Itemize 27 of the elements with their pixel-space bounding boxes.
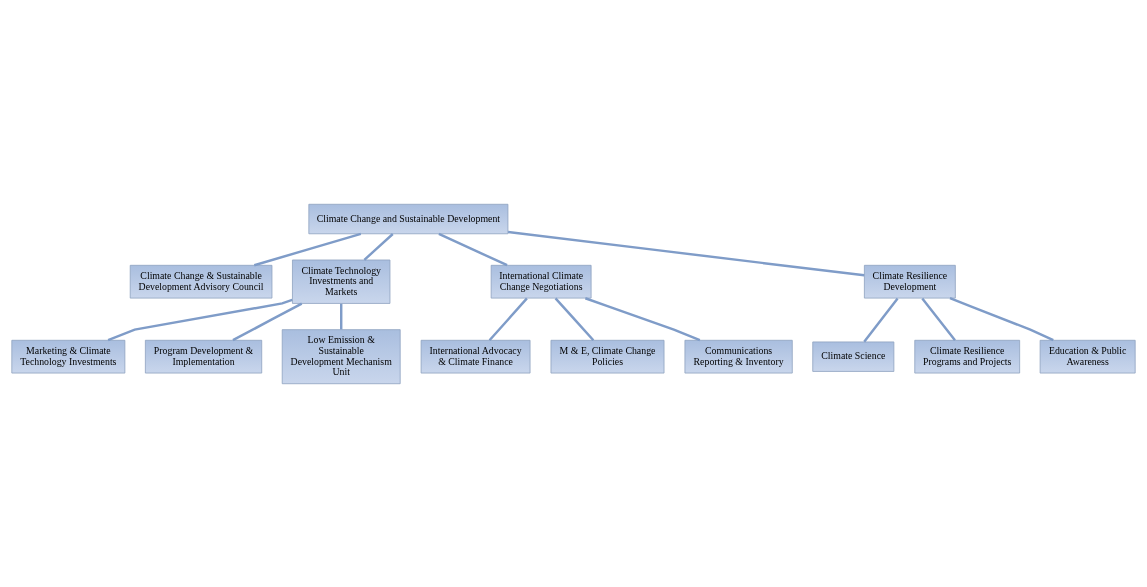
node-box: Communications Reporting & Inventory [684,339,793,373]
connector [438,232,508,266]
connector [363,232,394,261]
node-box: Low Emission & Sustainable Development Mechanism Unit [281,328,401,384]
connector [921,297,956,341]
node-box: Education & Public Awareness [1039,339,1136,373]
connector [232,301,303,341]
node-box: Program Development & Implementation [144,339,263,373]
node-box: International Advocacy & Climate Finance [420,339,531,373]
node-box: Climate Science [812,341,895,372]
connector [863,297,899,342]
node-box: International Climate Change Negotiations [490,264,592,298]
connector [339,303,343,329]
node-box: Climate Resilience Programs and Projects [914,339,1021,373]
connector [107,298,293,341]
connector [253,232,362,266]
node-box: Climate Technology Investments and Markets [292,259,391,304]
connector [584,296,701,341]
connector [554,297,595,341]
node-box: M & E, Climate Change Policies [550,339,665,373]
node-box: Marketing & Climate Technology Investments [11,339,126,373]
node-box: Climate Resilience Development [863,264,956,298]
connector [507,230,865,277]
node-box: Climate Change & Sustainable Development Advisory Council [129,264,273,298]
node-box: Climate Change and Sustainable Development [308,203,509,234]
connector [949,296,1054,341]
connector [488,297,528,341]
